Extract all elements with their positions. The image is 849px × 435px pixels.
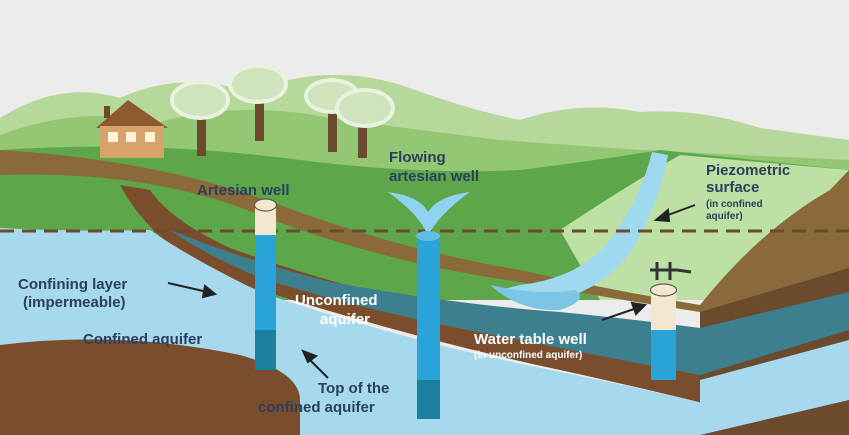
stream-pool (490, 285, 580, 311)
label-top-line2: confined aquifer (258, 399, 375, 416)
stream (500, 152, 668, 300)
artesian-well (253, 198, 278, 370)
label-flowing-line2: artesian well (389, 168, 479, 185)
label-unconfined-line2: aquifer (320, 311, 370, 328)
block-edge-blue (700, 340, 849, 435)
label-confined-aquifer: Confined aquifer (83, 331, 202, 348)
house-icon (96, 100, 168, 158)
trees (170, 64, 395, 158)
soil-layer (0, 150, 849, 312)
label-confining-line1: Confining layer (18, 276, 127, 293)
arrows (167, 204, 696, 379)
label-piezo-line2: surface (706, 179, 759, 196)
label-unconfined-line1: Unconfined (295, 292, 378, 309)
bedrock (0, 339, 300, 435)
label-wtw-line2: (in unconfined aquifer) (474, 350, 582, 361)
label-flowing-line1: Flowing (389, 149, 446, 166)
flowing-artesian-well (388, 192, 470, 419)
label-artesian-well: Artesian well (197, 182, 290, 199)
label-top-line1: Top of the (318, 380, 389, 397)
label-piezo-line4: aquifer) (706, 211, 743, 222)
water-table-well (649, 262, 692, 380)
label-piezo-line3: (in confined (706, 199, 763, 210)
block-edge-aquifer (700, 292, 849, 375)
label-confining-line2: (impermeable) (23, 294, 126, 311)
label-wtw-line1: Water table well (474, 331, 587, 348)
label-piezo-line1: Piezometric (706, 162, 790, 179)
